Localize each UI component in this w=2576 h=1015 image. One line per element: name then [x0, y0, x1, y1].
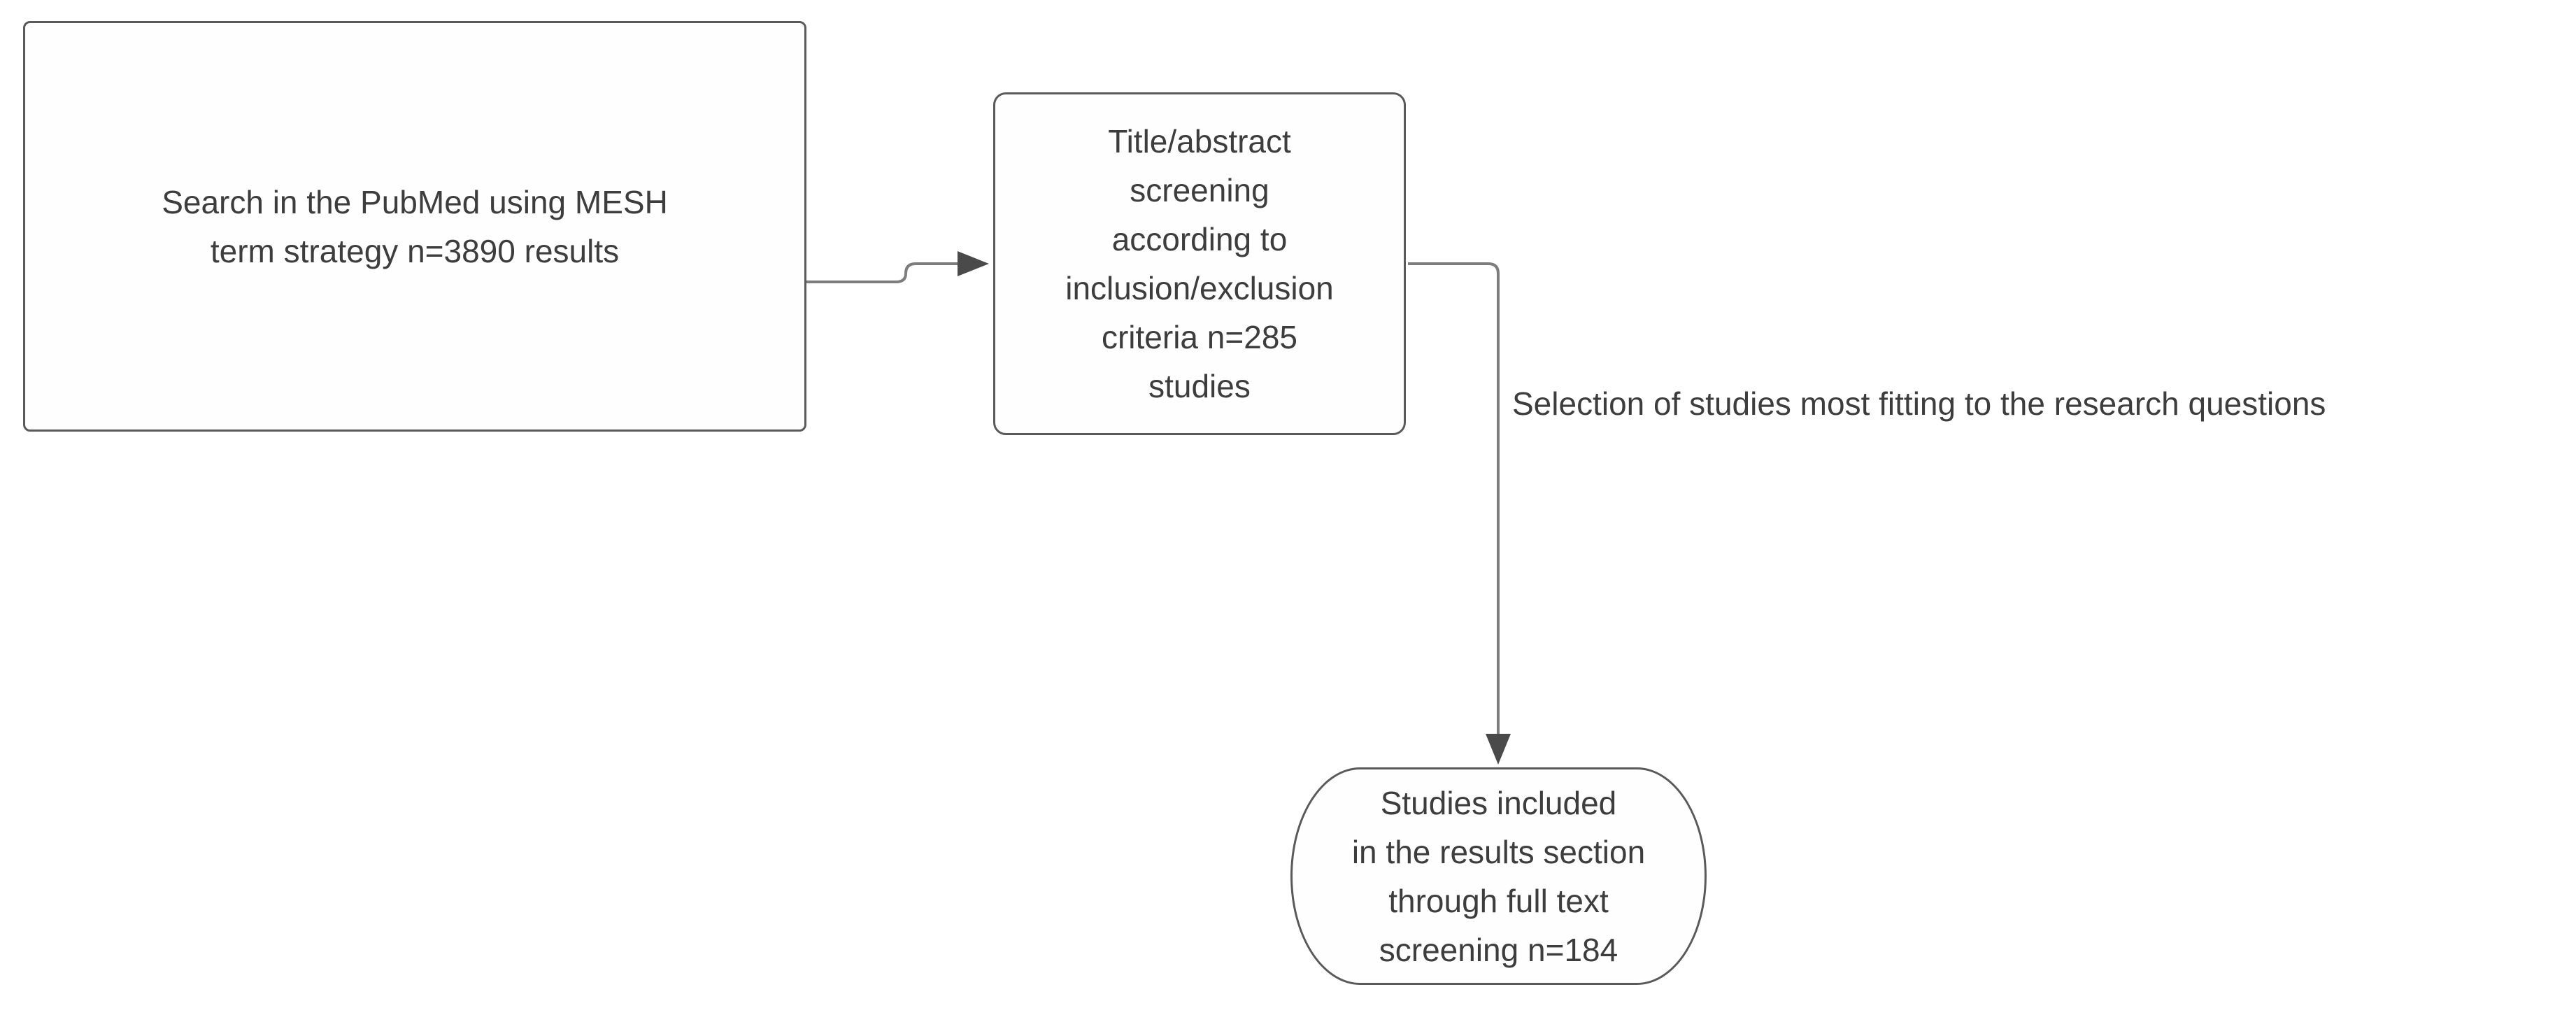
- node-studies-included: Studies included in the results section …: [1290, 767, 1707, 985]
- connector-search-to-screening: [806, 262, 958, 283]
- node-search-pubmed: Search in the PubMed using MESH term str…: [23, 21, 806, 432]
- node-studies-included-text: Studies included in the results section …: [1351, 784, 1646, 968]
- node-search-pubmed-text: Search in the PubMed using MESH term str…: [162, 183, 668, 269]
- arrowhead-down-icon: [1486, 734, 1511, 765]
- edge-label-selection-of-studies: Selection of studies most fitting to the…: [1512, 385, 2326, 422]
- node-title-abstract-screening-text: Title/abstract screening according to in…: [1065, 123, 1334, 404]
- connector-screening-to-included: [1408, 262, 1500, 734]
- node-title-abstract-screening: Title/abstract screening according to in…: [993, 92, 1406, 435]
- arrowhead-right-icon: [958, 251, 989, 276]
